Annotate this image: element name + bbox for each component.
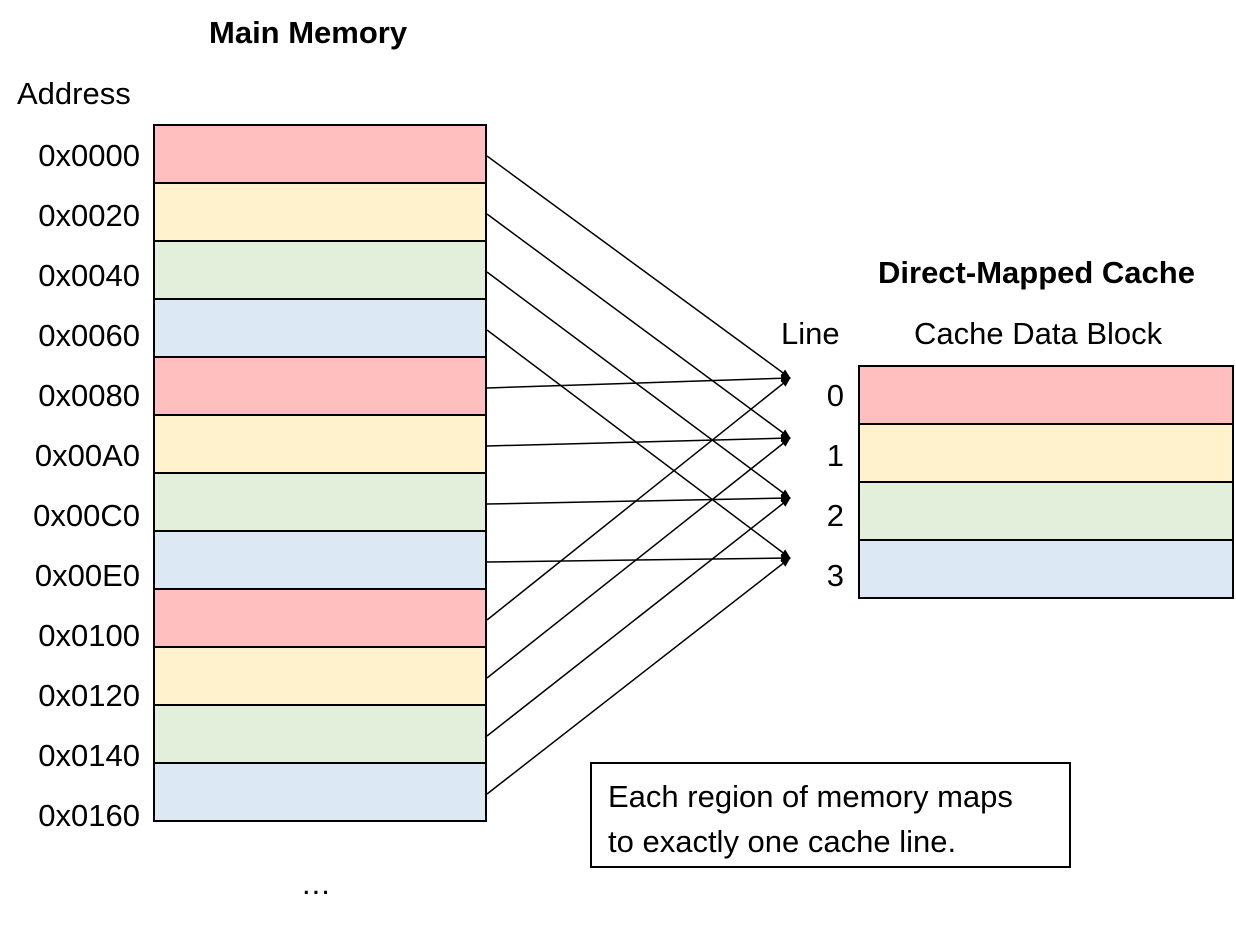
memory-block: [153, 588, 487, 648]
cache-block: [858, 423, 1234, 483]
cache-line-number: 3: [826, 558, 844, 593]
note-line: to exactly one cache line.: [608, 824, 957, 859]
memory-block: [153, 530, 487, 590]
mapping-arrow: [486, 557, 791, 795]
address-label: 0x0120: [38, 678, 140, 713]
address-label: 0x0000: [38, 138, 140, 173]
mapping-arrow: [486, 155, 791, 379]
mapping-arrow: [486, 434, 791, 447]
address-label: 0x00C0: [33, 498, 140, 533]
main-memory-blocks: [153, 124, 487, 822]
mapping-arrow: [486, 271, 791, 499]
main-memory-title: Main Memory: [209, 15, 408, 50]
mapping-arrow: [486, 554, 791, 563]
address-column-header: Address: [17, 76, 131, 111]
memory-block: [153, 182, 487, 242]
cache-block: [858, 481, 1234, 541]
line-column-header: Line: [781, 316, 840, 351]
memory-block: [153, 472, 487, 532]
cache-line-number: 2: [826, 498, 844, 533]
mapping-arrow: [486, 213, 791, 439]
cache-line-number: 1: [826, 438, 844, 473]
cache-line-number: 0: [826, 378, 844, 413]
memory-block: [153, 646, 487, 706]
mapping-arrow: [486, 437, 791, 679]
memory-continuation: ...: [302, 866, 331, 901]
cache-block: [858, 365, 1234, 425]
address-label: 0x0060: [38, 318, 140, 353]
cache-line-numbers: 0 1 2 3: [790, 366, 844, 606]
mapping-arrow: [486, 494, 791, 505]
address-label: 0x0160: [38, 798, 140, 833]
address-label: 0x00A0: [34, 438, 140, 473]
cache-title: Direct-Mapped Cache: [878, 255, 1195, 290]
address-label: 0x0020: [38, 198, 140, 233]
cache-block: [858, 539, 1234, 599]
address-label: 0x0040: [38, 258, 140, 293]
cache-block-header: Cache Data Block: [914, 316, 1163, 351]
address-column: 0x0000 0x0020 0x0040 0x0060 0x0080 0x00A…: [0, 126, 140, 846]
address-label: 0x0100: [38, 618, 140, 653]
memory-block: [153, 298, 487, 358]
mapping-arrow: [486, 377, 791, 621]
mapping-arrow: [486, 497, 791, 737]
address-label: 0x00E0: [34, 558, 140, 593]
address-label: 0x0080: [38, 378, 140, 413]
cache-data-blocks: [858, 365, 1234, 599]
mapping-arrow: [486, 329, 791, 559]
explanation-note: Each region of memory maps to exactly on…: [590, 762, 1071, 868]
memory-block: [153, 240, 487, 300]
memory-block: [153, 762, 487, 822]
address-label: 0x0140: [38, 738, 140, 773]
memory-block: [153, 704, 487, 764]
mapping-arrow: [486, 374, 791, 389]
note-line: Each region of memory maps: [608, 779, 1013, 814]
memory-block: [153, 414, 487, 474]
